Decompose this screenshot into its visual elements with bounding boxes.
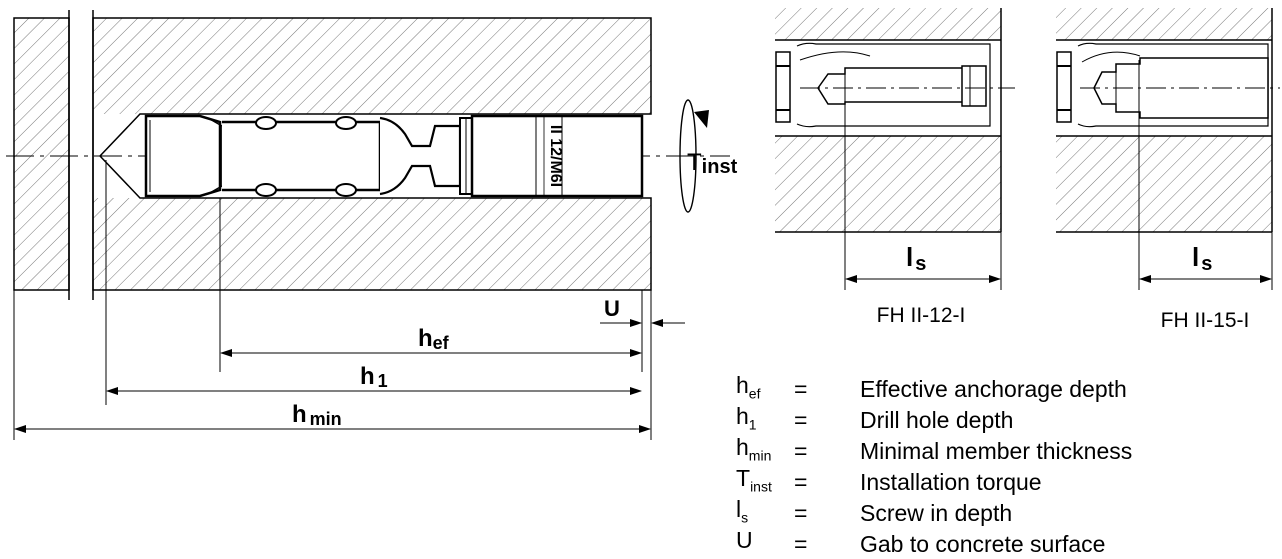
legend-equals: =	[794, 376, 808, 402]
legend-item: hef = Effective anchorage depth	[736, 372, 1132, 405]
torque-indicator	[679, 99, 709, 213]
legend-symbol: Tinst	[736, 464, 772, 495]
legend-item: U = Gab to concrete surface	[736, 527, 1132, 559]
anchor-stamp: II 12/M6I	[547, 125, 564, 187]
legend-item: ls = Screw in depth	[736, 496, 1132, 529]
dim-hef-label: hef	[418, 325, 450, 353]
concrete-outline	[92, 17, 652, 291]
legend-symbol: hmin	[736, 433, 772, 464]
detail-caption-15: FH II-15-I	[1161, 309, 1250, 332]
legend-equals: =	[794, 407, 808, 433]
legend-description: Gab to concrete surface	[860, 531, 1106, 557]
dim-u-label: U	[604, 296, 620, 321]
legend-description: Drill hole depth	[860, 407, 1014, 433]
legend: hef = Effective anchorage depth h1 = Dri…	[736, 372, 1133, 559]
legend-item: hmin = Minimal member thickness	[736, 434, 1133, 467]
legend-description: Effective anchorage depth	[860, 376, 1127, 402]
legend-equals: =	[794, 438, 808, 464]
legend-equals: =	[794, 531, 808, 557]
anchor-body	[144, 114, 644, 198]
legend-symbol: ls	[736, 495, 749, 526]
legend-description: Minimal member thickness	[860, 438, 1133, 464]
concrete-member-top	[93, 18, 651, 114]
detail-caption-12: FH II-12-I	[877, 304, 966, 327]
legend-symbol: h1	[736, 402, 757, 433]
legend-item: Tinst = Installation torque	[736, 465, 1132, 498]
legend-equals: =	[794, 500, 808, 526]
legend-item: h1 = Drill hole depth	[736, 403, 1132, 436]
concrete-member-bottom	[93, 198, 651, 290]
legend-description: Screw in depth	[860, 500, 1013, 526]
torque-label: Tinst	[687, 149, 738, 178]
legend-equals: =	[794, 469, 808, 495]
concrete-left-strip	[13, 17, 70, 291]
legend-description: Installation torque	[860, 469, 1042, 495]
legend-symbol: hef	[736, 371, 761, 402]
legend-symbol: U	[736, 526, 753, 553]
